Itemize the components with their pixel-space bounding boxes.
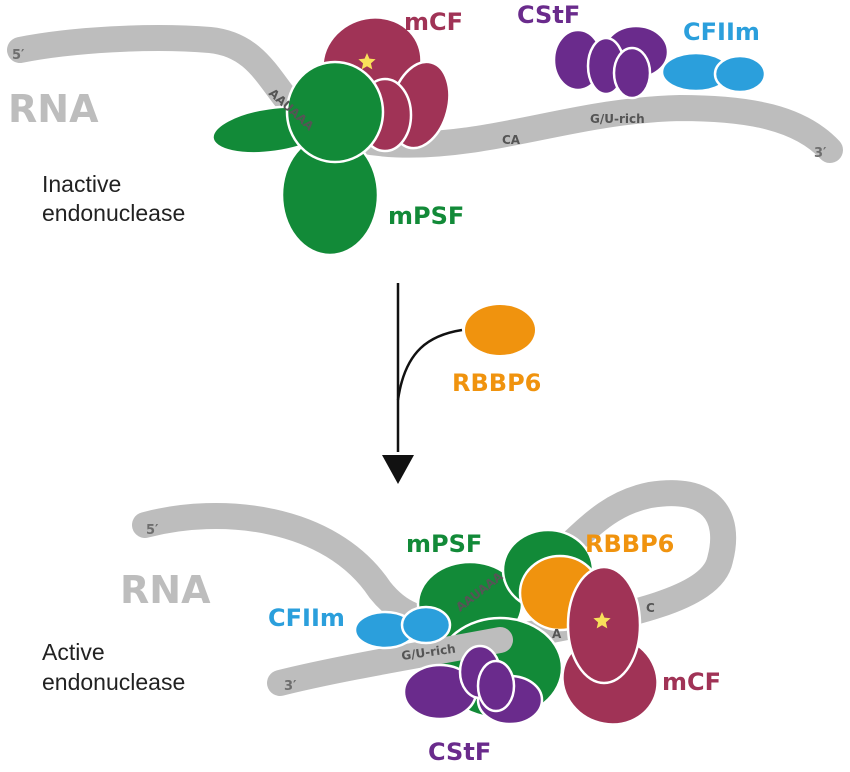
cstf-label-active: CStF [428,738,491,766]
rbbp6-label-transition: RBBP6 [452,369,541,397]
mcf-label-inactive: mCF [404,8,463,36]
motif-ca-inactive: CA [502,133,521,147]
arrow-head-icon [382,455,414,484]
cfiim-label-active: CFIIm [268,604,345,632]
state-label-inactive-line1: Inactive [42,171,121,197]
cfiim-label-inactive: CFIIm [683,18,760,46]
three-prime-label-inactive: 3′ [814,146,827,161]
cstf-subunit [612,46,652,100]
motif-a-active: A [552,627,562,641]
mpsf-label-inactive: mPSF [388,202,464,230]
state-label-active-line1: Active [42,639,105,665]
inactive-state: 5′ 3′ RNA AAUAAA CA G/U-rich mCF CStF CF… [7,1,843,257]
cfiim-subunit [400,605,452,645]
five-prime-label-inactive: 5′ [12,48,25,63]
rbbp6-binding-curve [396,328,463,401]
rna-strand-active-back [132,480,737,653]
mpsf-subunit [285,60,385,164]
three-prime-label-active: 3′ [284,679,297,694]
rbbp6-protein [465,305,535,355]
rna-label-inactive: RNA [8,87,99,131]
cstf-subunit [476,659,516,713]
motif-c-active: C [646,601,655,615]
rna-strand-active-front [267,627,513,696]
star-icon [358,53,376,70]
state-label-active-line2: endonuclease [42,669,185,695]
mcf-label-active: mCF [662,668,721,696]
cfiim-complex-inactive [660,51,767,94]
mpsf-label-active: mPSF [406,530,482,558]
cstf-label-inactive: CStF [517,1,580,29]
cstf-complex-inactive [552,24,670,100]
five-prime-label-active: 5′ [146,523,159,538]
mpsf-complex-inactive [211,60,385,257]
cfiim-complex-active [353,605,452,650]
state-label-inactive-line2: endonuclease [42,200,185,226]
rna-label-active: RNA [120,568,211,612]
active-state: 5′ 3′ RNA AAUAAA G/U-rich A C mPSF RBBP6… [42,480,737,766]
rbbp6-label-active: RBBP6 [585,530,674,558]
motif-gu-inactive: G/U-rich [590,112,645,126]
star-icon [593,612,611,629]
transition: RBBP6 [382,283,541,484]
mcf-complex-active [561,565,659,726]
cstf-complex-active [402,644,544,726]
cfiim-subunit [713,54,767,94]
